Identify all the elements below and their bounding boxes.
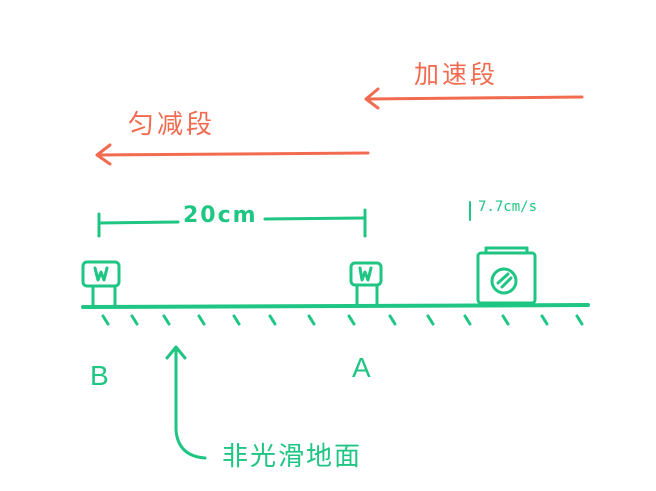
point-a-label: A (352, 352, 371, 383)
point-b-label: B (90, 360, 109, 391)
speed-reading-label: 7.7cm/s (478, 199, 538, 215)
ground-line (81, 303, 590, 309)
surface-label: 非光滑地面 (222, 442, 363, 472)
distance-label: 20cm (183, 203, 258, 228)
cart-with-wheel-icon (476, 246, 537, 305)
accel-segment-label: 加速段 (414, 60, 499, 89)
accel-arrow (364, 87, 584, 110)
photogate-sensor-icon (81, 260, 121, 308)
cart (476, 246, 537, 305)
ground-hatching (101, 314, 584, 326)
surface-pointer-arrow (165, 345, 207, 460)
sensor-b (81, 260, 121, 308)
sensor-a (349, 261, 383, 307)
decel-arrow (95, 143, 370, 166)
decel-segment-label: 匀减段 (128, 110, 216, 140)
distance-bracket (97, 208, 367, 238)
photogate-sensor-icon (349, 261, 383, 307)
